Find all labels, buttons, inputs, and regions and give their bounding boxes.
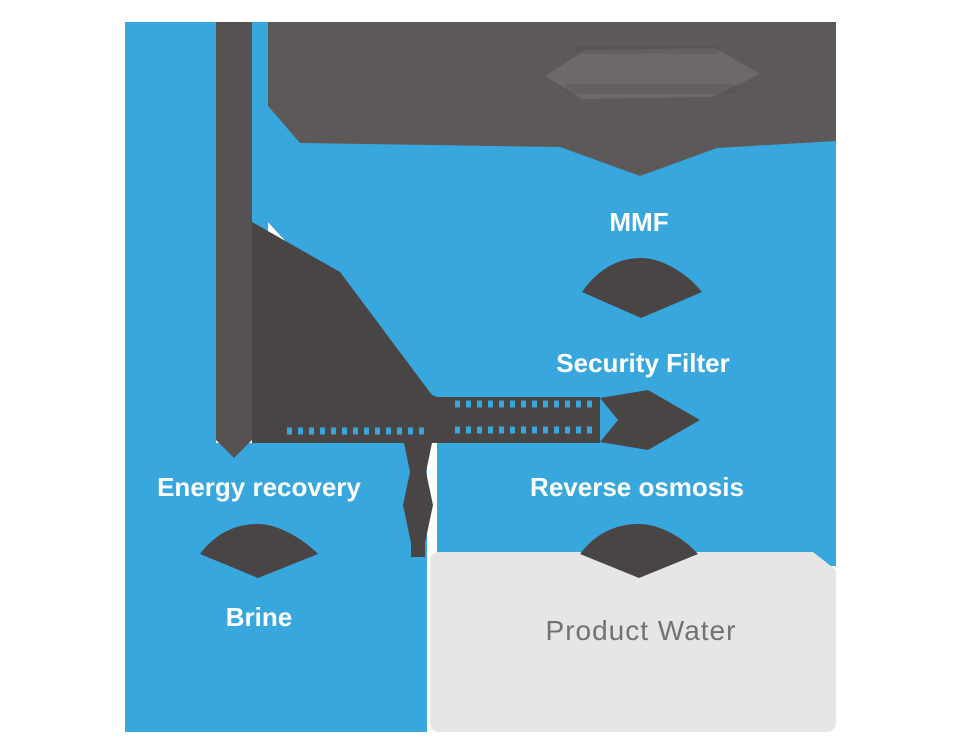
feed-flow-diagonal-band [252, 80, 437, 415]
down-arrow-mmf-to-security-filter-icon [582, 258, 702, 318]
down-arrow-energy-recovery-to-brine-icon [200, 524, 318, 578]
product-water-box [430, 552, 836, 732]
label-energy-recovery: Energy recovery [157, 472, 361, 502]
label-mmf: MMF [609, 207, 668, 237]
label-security-filter: Security Filter [556, 348, 729, 378]
process-flow-box [437, 140, 836, 566]
feed-pipe [437, 397, 600, 443]
label-brine: Brine [226, 602, 292, 632]
left-flow-column [125, 22, 427, 732]
valve-shape [403, 443, 433, 557]
brine-return-band [252, 222, 437, 443]
label-reverse-osmosis: Reverse osmosis [530, 472, 744, 502]
feed-pipe-arrowhead-icon [600, 390, 700, 450]
return-stripe-down-arrow [216, 22, 252, 458]
intake-lens-shape [545, 48, 760, 99]
down-arrow-ro-to-product-water-icon [580, 524, 698, 578]
lens-watermark-bottom [566, 84, 736, 94]
lens-watermark-top [575, 46, 720, 54]
label-product-water: Product Water [546, 615, 737, 646]
